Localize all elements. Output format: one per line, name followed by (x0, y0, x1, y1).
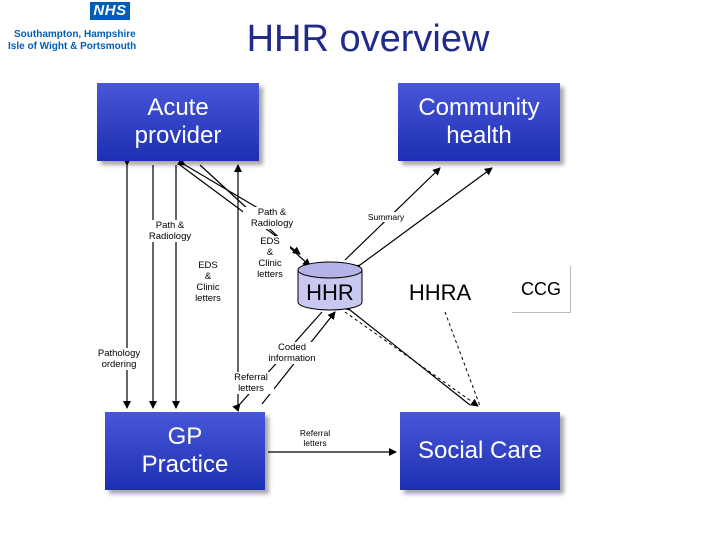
hhra-label: HHRA (408, 280, 472, 305)
social-care-box: Social Care (400, 412, 560, 490)
acute-provider-box: Acute provider (97, 83, 259, 161)
coded-information-label: Coded information (262, 342, 322, 364)
hhr-label: HHR (306, 280, 354, 305)
path-radiology-left-label: Path & Radiology (140, 220, 200, 242)
hhr-database-cylinder (297, 261, 363, 311)
community-health-box: Community health (398, 83, 560, 161)
community-health-label: Community health (418, 94, 540, 149)
slide-title: HHR overview (246, 18, 490, 60)
eds-clinic-letters-mid-label: EDS & Clinic letters (250, 236, 290, 280)
social-care-label: Social Care (417, 437, 543, 464)
nhs-logo: NHS (90, 2, 130, 20)
referral-letters-mid-label: Referral letters (228, 372, 274, 394)
summary-label: Summary (362, 212, 410, 222)
eds-clinic-letters-left-label: EDS & Clinic letters (188, 260, 228, 304)
referral-letters-bottom-label: Referral letters (292, 428, 338, 448)
pathology-ordering-label: Pathology ordering (88, 348, 150, 370)
ccg-box: CCG (512, 266, 571, 313)
organisation-name-line1: Southampton, Hampshire (14, 29, 136, 40)
organisation-name-line2: Isle of Wight & Portsmouth (8, 41, 137, 52)
hhra-social-dashed-line (444, 311, 481, 407)
path-radiology-mid-label: Path & Radiology (243, 207, 301, 229)
gp-practice-label: GP Practice (141, 423, 229, 478)
ccg-label: CCG (521, 278, 561, 299)
gp-practice-box: GP Practice (105, 412, 265, 490)
acute-provider-label: Acute provider (134, 94, 222, 149)
